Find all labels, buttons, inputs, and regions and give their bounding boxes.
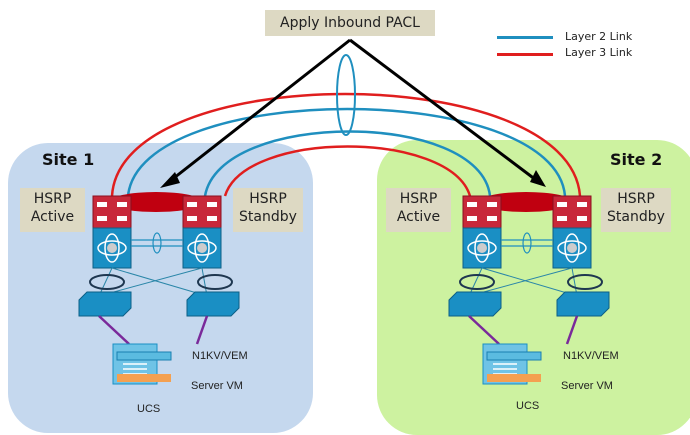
n1kv-bar [486, 351, 542, 361]
server-vm-bar [117, 374, 171, 382]
vpc-ellipse [479, 192, 573, 212]
switch-orbit [194, 233, 210, 263]
uplink [111, 267, 208, 297]
n1kv-bar [116, 351, 172, 361]
access-switch [556, 291, 610, 317]
router-port [187, 216, 197, 221]
l3-link-outer [110, 92, 582, 197]
server-link [468, 315, 500, 345]
uplink [98, 267, 113, 297]
server-vm-bar [487, 374, 541, 382]
pacl-arrow-right [349, 38, 541, 185]
l2-link-outer [126, 107, 567, 197]
switch-orbit [564, 233, 580, 263]
uplink [571, 267, 578, 297]
legend-l2-line [497, 36, 553, 39]
pacl-arrow-left [164, 38, 351, 187]
peer-link-ring [152, 232, 162, 254]
router-port [207, 202, 217, 207]
router-active [462, 195, 502, 229]
router-standby [552, 195, 592, 229]
switch-orbit [474, 233, 490, 263]
site1-server-vm-label: Server VM [191, 380, 243, 392]
switch-hub [477, 243, 487, 253]
title-box: Apply Inbound PACL [265, 10, 435, 36]
uplink [481, 267, 578, 297]
peer-link-ring [522, 232, 532, 254]
l3-link-inner [223, 145, 472, 197]
router-standby [182, 195, 222, 229]
site2-server-vm-label: Server VM [561, 380, 613, 392]
router-port [467, 216, 477, 221]
router-port [207, 216, 217, 221]
site2-area [377, 140, 690, 435]
router-port [487, 202, 497, 207]
router-port [557, 202, 567, 207]
server-link [195, 315, 209, 345]
uplink-ring [567, 274, 603, 290]
router-port [577, 216, 587, 221]
router-port [97, 202, 107, 207]
switch-orbit [97, 240, 127, 256]
access-switch [78, 291, 132, 317]
site1-title: Site 1 [42, 150, 95, 169]
uplink [98, 267, 203, 297]
uplink [468, 267, 573, 297]
switch-hub [567, 243, 577, 253]
arrowhead-right [530, 170, 546, 187]
switch-orbit [467, 240, 497, 256]
router-port [187, 202, 197, 207]
legend-l3-label: Layer 3 Link [565, 46, 633, 59]
switch-orbit [104, 233, 120, 263]
access-switch [186, 291, 240, 317]
switch-orbit [557, 240, 587, 256]
router-port [117, 216, 127, 221]
uplink [468, 267, 483, 297]
uplink [201, 267, 208, 297]
router-active [92, 195, 132, 229]
server-link [565, 315, 579, 345]
site2-ucs-label: UCS [516, 400, 540, 412]
vpc-ellipse [109, 192, 203, 212]
switch-hub [107, 243, 117, 253]
switch-orbit [187, 240, 217, 256]
uplink-ring [89, 274, 125, 290]
access-switch [448, 291, 502, 317]
uplink-ring [197, 274, 233, 290]
legend-l3-line [497, 53, 553, 56]
site2-title: Site 2 [610, 150, 663, 169]
port-channel-ring [336, 54, 356, 136]
router-port [577, 202, 587, 207]
switch-hub [197, 243, 207, 253]
uplink-ring [459, 274, 495, 290]
router-port [487, 216, 497, 221]
legend-l2-label: Layer 2 Link [565, 30, 633, 43]
site1-ucs-label: UCS [137, 403, 161, 415]
router-port [117, 202, 127, 207]
router-port [467, 202, 477, 207]
router-port [97, 216, 107, 221]
site1-area [8, 143, 313, 433]
site1-n1kv-label: N1KV/VEM [192, 350, 248, 362]
server-link [98, 315, 130, 345]
arrowhead-left [160, 172, 180, 188]
site2-n1kv-label: N1KV/VEM [563, 350, 619, 362]
router-port [557, 216, 567, 221]
